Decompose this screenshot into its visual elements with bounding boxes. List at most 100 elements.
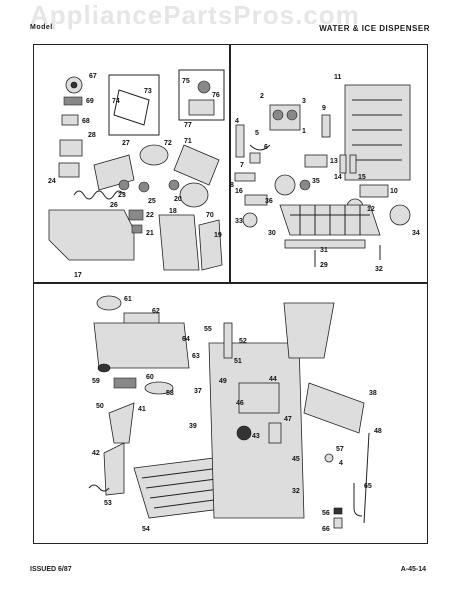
callout: 61 [124,296,132,303]
water-valve-drawing: 2 3 4 5 1 6 7 8 9 11 13 14 15 10 12 16 3… [230,74,420,273]
part-34 [389,204,411,226]
part-21 [131,224,143,234]
callout: 17 [74,272,82,279]
part-75-inset [178,69,225,121]
callout: 73 [144,88,152,95]
callout: 43 [252,433,260,440]
part-5 [235,124,245,158]
part-26 [73,190,125,200]
part-14 [339,154,347,174]
callout: 9 [322,105,326,112]
part-67-hub [70,81,78,89]
callout: 67 [89,73,97,80]
callout: 53 [104,500,112,507]
callout: 11 [334,74,342,81]
callout: 19 [214,232,222,239]
part-9 [321,114,331,138]
callout: 27 [122,140,130,147]
callout: 32 [375,266,383,273]
callout: 74 [112,98,120,105]
part-77 [188,99,215,116]
watermark: AppliancePartsPros.com [30,0,360,30]
icemaker-drawing: 67 69 68 28 27 73 74 72 75 77 76 71 24 2… [48,69,225,279]
part-6 [249,144,271,151]
part-55 [223,322,233,359]
callout: 42 [92,450,100,457]
callout: 54 [142,526,150,533]
callout: 31 [320,247,328,254]
callout: 72 [164,140,172,147]
part-3 [286,109,298,121]
callout: 20 [174,196,182,203]
part-20 [168,179,180,191]
callout: 3 [302,98,306,105]
callout: 22 [146,212,154,219]
part-24 [58,162,80,178]
part-66 [333,517,343,529]
callout: 30 [268,230,276,237]
part-56 [333,507,343,515]
part-25 [138,181,150,193]
callout: 16 [235,188,243,195]
part-7 [249,152,261,164]
part-69 [63,96,83,106]
callout: 55 [204,326,212,333]
part-19 [198,219,223,271]
part-71 [173,144,220,186]
dispenser-drawing: 61 62 64 63 60 58 59 55 52 51 37 49 44 4… [88,295,382,533]
callout: 58 [166,390,174,397]
callout: 44 [269,376,277,383]
callout: 47 [284,416,292,423]
callout: 25 [148,198,156,205]
callout: 35 [312,178,320,185]
part-48 [363,432,370,524]
part-15 [349,154,357,174]
callout: 14 [334,174,342,181]
page-number: A-45-14 [400,566,426,573]
part-57 [324,453,334,463]
page-header: Model WATER & ICE DISPENSER [30,18,430,40]
part-59 [97,363,111,373]
callout: 50 [96,403,104,410]
part-2 [272,109,284,121]
callout: 5 [255,130,259,137]
part-22 [128,209,144,221]
callout: 57 [336,446,344,453]
callout: 49 [219,378,227,385]
part-8 [234,172,256,182]
callout: 38 [369,390,377,397]
panel-dispenser: 61 62 64 63 60 58 59 55 52 51 37 49 44 4… [33,282,428,544]
part-73 [113,89,150,126]
callout: 62 [152,308,160,315]
callout: 75 [182,78,190,85]
callout: 68 [82,118,90,125]
part-58 [144,381,174,395]
part-54-grid [141,467,230,509]
part-75 [197,80,211,94]
part-17 [48,209,135,261]
part-53 [88,484,110,492]
part-52 [283,302,335,359]
part-70 [179,182,209,208]
header-model: Model [30,24,53,31]
callout: 2 [260,93,264,100]
part-23 [118,179,130,191]
callout: 69 [86,98,94,105]
part-72 [139,144,169,166]
callout: 70 [206,212,214,219]
callout: 13 [330,158,338,165]
part-38 [303,382,365,434]
callout: 8 [230,182,234,189]
callout: 33 [235,218,243,225]
part-11-coils [352,99,402,161]
issued-date: ISSUED 6/87 [30,566,72,573]
part-10 [359,184,389,198]
callout: 65 [364,483,372,490]
callout: 10 [390,188,398,195]
part-37 [208,342,305,519]
callout: 60 [146,374,154,381]
callout: 6 [264,144,268,151]
part-35 [299,179,311,191]
panel-icemaker: 67 69 68 28 27 73 74 72 75 77 76 71 24 2… [33,44,231,284]
callout: 32 [292,488,300,495]
